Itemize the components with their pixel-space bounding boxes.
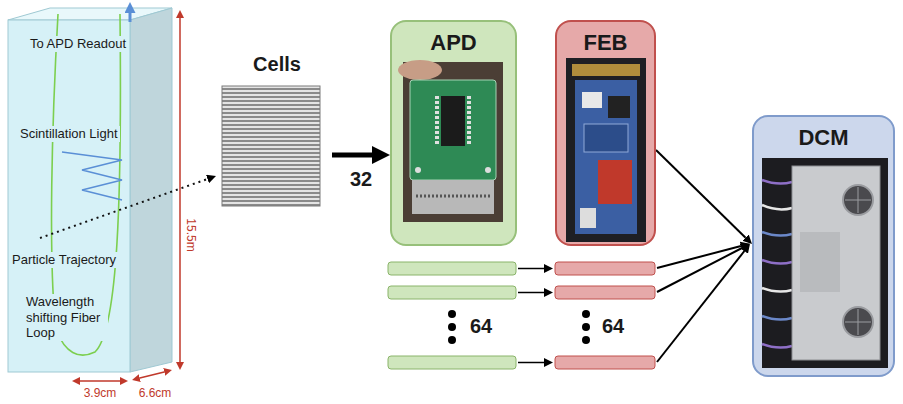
cell-stack: Cells: [222, 52, 332, 208]
dimension-line: [179, 18, 181, 362]
feb-photo: [580, 208, 596, 228]
dcm-photo: [762, 260, 792, 264]
dimension-line: [80, 380, 120, 382]
apd-bar: [388, 262, 516, 275]
apd-photo: [435, 96, 439, 146]
connector-arrow: [332, 153, 372, 158]
box-title: APD: [392, 30, 515, 56]
dcm-photo: [843, 185, 873, 215]
dcm-photo: [762, 344, 792, 348]
cell-stack-graphic: [222, 86, 320, 206]
box-title: DCM: [754, 125, 893, 151]
feb-bar: [555, 286, 655, 299]
dcm-photo: [762, 316, 792, 320]
callout-label: Wavelength shifting Fiber Loop: [24, 294, 108, 341]
feb-photo: [566, 58, 646, 242]
channel-bars: [388, 246, 744, 369]
dcm-photo: [762, 232, 792, 236]
dcm-photo: [762, 205, 792, 209]
bar-arrow: [518, 292, 544, 294]
apd-photo: [398, 60, 442, 80]
apd-photo: [403, 62, 503, 222]
ellipsis-dot: [582, 336, 590, 344]
feb-photo: [575, 80, 637, 234]
dcm-photo: [762, 288, 792, 292]
edge-label: 32: [350, 167, 372, 191]
feb-photo: [584, 124, 628, 152]
ellipsis-dot: [582, 323, 590, 331]
apd-bar: [388, 286, 516, 299]
callout-label: To APD Readout: [28, 36, 128, 52]
scintillator-cell: [8, 8, 208, 381]
feb-photo: [598, 160, 632, 204]
apd-photo: [412, 180, 494, 214]
apd-photo: [467, 96, 471, 146]
ellipsis-dot: [448, 323, 456, 331]
ellipsis-dot: [448, 310, 456, 318]
apd-photo: [410, 80, 496, 180]
cell-stack-lines: [222, 86, 320, 206]
dimension-label: 6.6cm: [139, 386, 172, 400]
box-title: FEB: [557, 30, 654, 56]
cell-front-face: [8, 20, 130, 372]
apd-bar: [388, 356, 516, 369]
dcm-photo: [843, 307, 873, 337]
merge-arrow: [657, 251, 744, 362]
bar-arrow: [518, 362, 544, 364]
ellipsis-dot: [582, 310, 590, 318]
apd-photo: [416, 195, 490, 198]
connector-arrow: [656, 150, 746, 238]
feb-photo: [582, 92, 602, 108]
readout-arrow: [129, 13, 132, 22]
callout-label: Scintillation Light: [18, 126, 120, 142]
callout-label: Particle Trajectory: [10, 252, 118, 268]
dcm-photo: [762, 158, 888, 368]
box-title: Cells: [222, 52, 332, 76]
dcm-photo: [762, 158, 888, 368]
dcm-photo: [858, 187, 859, 213]
dcm-photo: [792, 166, 880, 360]
dcm-photo: [800, 232, 840, 292]
dimension-label: 3.9cm: [84, 386, 117, 400]
dcm-photo: [762, 180, 792, 348]
feb-photo: [608, 96, 630, 118]
count-label: 64: [602, 314, 624, 338]
cell-side-face: [130, 8, 172, 372]
feb-bar: [555, 356, 655, 369]
trajectory-arrow: [40, 179, 208, 238]
feb-photo: [572, 64, 640, 76]
feb-photo: [566, 58, 646, 242]
dcm-photo: [762, 180, 792, 184]
apd-photo: [441, 96, 465, 146]
dcm-photo: [858, 309, 859, 335]
dimension-label: 15.5m: [184, 216, 198, 253]
feb-bar: [555, 262, 655, 275]
bar-arrow: [518, 268, 544, 270]
scintillation-zigzag: [62, 152, 122, 200]
ellipsis-dot: [448, 336, 456, 344]
apd-photo: [485, 167, 491, 173]
apd-photo: [398, 60, 503, 222]
dimension-line: [140, 372, 164, 378]
apd-photo: [415, 167, 421, 173]
merge-arrow: [657, 246, 741, 268]
count-label: 64: [470, 314, 492, 338]
